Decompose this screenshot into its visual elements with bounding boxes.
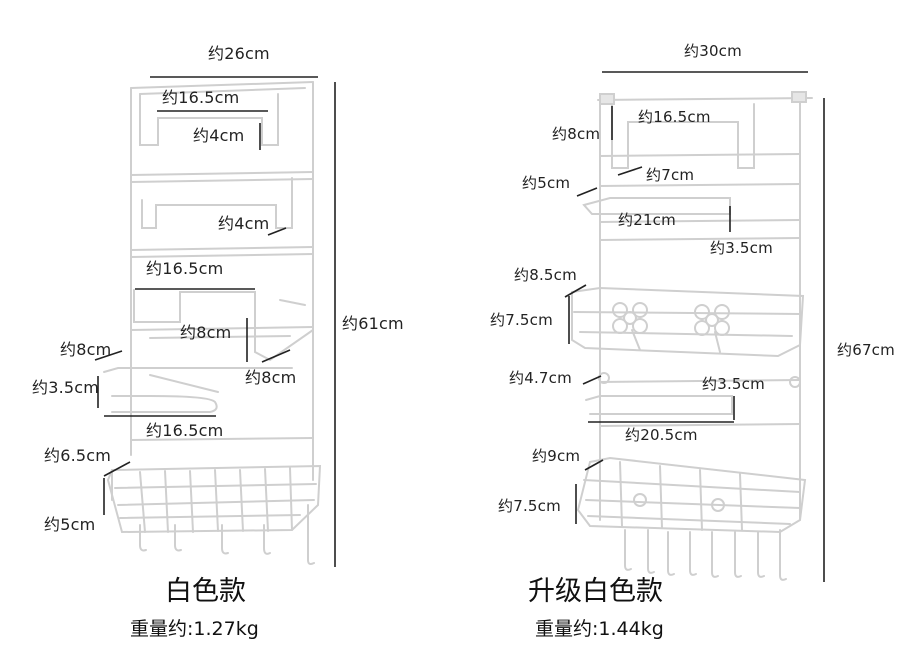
left-rack (103, 81, 322, 565)
right-hook-depth-label: 约7cm (646, 166, 695, 184)
left-bar-width-label: 约16.5cm (146, 421, 224, 440)
right-tray-height-label: 约3.5cm (710, 239, 773, 257)
left-shelf-side-label: 约8cm (245, 368, 297, 387)
right-rail-gap-label: 约5cm (522, 174, 571, 192)
right-shelf-top-label: 约8.5cm (514, 266, 577, 284)
left-bar-height-label: 约3.5cm (32, 378, 100, 397)
right-hook-top-label: 约16.5cm (638, 108, 711, 126)
right-hook-height-label: 约8cm (552, 125, 601, 143)
right-product-title: 升级白色款 (528, 576, 663, 607)
left-height-label: 约61cm (342, 314, 404, 333)
left-product-weight: 重量约:1.27kg (130, 618, 259, 640)
right-rack (571, 91, 813, 581)
right-product-weight: 重量约:1.44kg (535, 618, 664, 640)
left-dimension-lines (94, 76, 336, 567)
right-width-label: 约30cm (684, 42, 742, 60)
right-basket-height-label: 约7.5cm (498, 497, 561, 515)
right-tray-width-label: 约21cm (618, 211, 676, 229)
right-shelf-height-label: 约7.5cm (490, 311, 553, 329)
left-rail-gap-label: 约4cm (218, 214, 270, 233)
right-dimension-lines (564, 71, 825, 582)
left-hook-top-label: 约16.5cm (162, 88, 240, 107)
right-basket-top-label: 约9cm (532, 447, 581, 465)
left-basket-bottom-label: 约5cm (44, 515, 96, 534)
left-basket-top-label: 约6.5cm (44, 446, 112, 465)
right-bar-width-label: 约20.5cm (625, 426, 698, 444)
left-shelf-height-label: 约8cm (60, 340, 112, 359)
left-shelf-depth-label: 约8cm (180, 323, 232, 342)
left-width-label: 约26cm (208, 44, 270, 63)
right-bar-gap-label: 约4.7cm (509, 369, 572, 387)
right-bar-height-label: 约3.5cm (702, 375, 765, 393)
right-height-label: 约67cm (837, 341, 895, 359)
left-hook-depth-label: 约4cm (193, 126, 245, 145)
left-product-title: 白色款 (165, 576, 246, 607)
left-shelf-width-label: 约16.5cm (146, 259, 224, 278)
